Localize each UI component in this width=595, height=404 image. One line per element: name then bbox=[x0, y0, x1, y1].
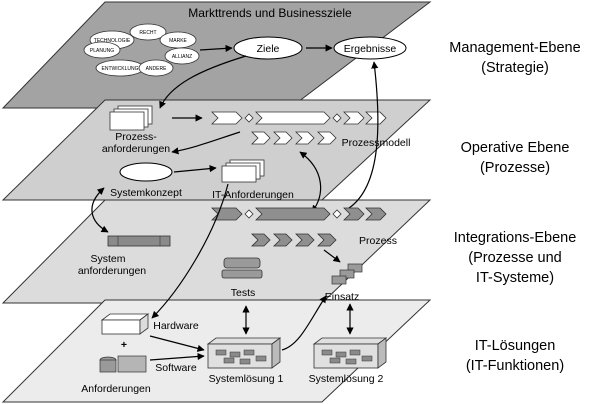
label-it-funktionen: (IT-Funktionen) bbox=[466, 358, 564, 374]
management-title: Markttrends und Businessziele bbox=[188, 6, 352, 20]
ziele-node bbox=[233, 36, 303, 60]
ziele-label: Ziele bbox=[257, 43, 280, 55]
label-it-systeme: IT-Systeme) bbox=[476, 270, 554, 286]
arrow-model-to-prozessanforderungen bbox=[171, 131, 241, 155]
systemkonzept-node bbox=[119, 162, 173, 182]
tests-icon bbox=[221, 257, 263, 279]
prozessanforderungen-label-2: anforderungen bbox=[102, 143, 170, 155]
cloud-technologie: TECHNOLOGIE bbox=[94, 38, 131, 44]
systemkonzept-label: Systemkonzept bbox=[110, 187, 182, 199]
it-anforderungen-label: IT-Anforderungen bbox=[212, 189, 294, 201]
arrow-cloud-to-ziele bbox=[199, 44, 233, 52]
cloud-andere: ANDERE bbox=[146, 66, 168, 72]
hardware-box bbox=[100, 313, 150, 335]
arrow-it-anforderungen-to-hardware bbox=[151, 183, 229, 319]
cloud-recht: RECHT bbox=[139, 30, 156, 36]
systemanforderungen-bar bbox=[107, 235, 171, 247]
prozessmodell-chevrons-row2 bbox=[251, 131, 337, 145]
label-integrations-ebene: Integrations-Ebene bbox=[454, 230, 577, 246]
arrow-model-to-integration-prozess bbox=[299, 151, 322, 213]
arrow-systemkonzept-to-it-anforderungen bbox=[173, 165, 217, 173]
arrow-systemkonzept-to-systemanforderungen bbox=[91, 187, 109, 233]
software-label: Software bbox=[155, 362, 197, 374]
prozessanforderungen-docs bbox=[109, 105, 153, 131]
systemloesung2-box bbox=[312, 337, 388, 369]
it-anforderungen-docs bbox=[221, 159, 265, 183]
cloud-marke: MARKE bbox=[169, 38, 187, 44]
systemanforderungen-label-1: System bbox=[90, 253, 125, 265]
arrow-software-to-systemloesung1 bbox=[149, 352, 205, 361]
ergebnisse-node bbox=[333, 36, 407, 60]
label-management-ebene: Management-Ebene bbox=[449, 40, 580, 56]
prozessanforderungen-label-1: Prozess- bbox=[115, 131, 157, 143]
arrow-ziele-to-prozessanforderungen bbox=[159, 55, 247, 109]
software-icon bbox=[99, 355, 147, 373]
prozess-label: Prozess bbox=[359, 235, 397, 247]
label-strategie: (Strategie) bbox=[481, 60, 549, 76]
prozessmodell-chevrons-row1 bbox=[211, 111, 387, 125]
cloud-planung: PLANUNG bbox=[90, 48, 114, 54]
systemloesung1-label: Systemlösung 1 bbox=[209, 373, 284, 385]
plus-sign: + bbox=[121, 339, 127, 351]
einsatz-label: Einsatz bbox=[325, 291, 359, 303]
label-it-loesungen: IT-Lösungen bbox=[475, 338, 556, 354]
cloud-allianz: ALLIANZ bbox=[172, 54, 192, 60]
ergebnisse-label: Ergebnisse bbox=[344, 43, 397, 55]
tests-label: Tests bbox=[231, 287, 256, 299]
arrow-systemloesung1-to-einsatz bbox=[281, 295, 327, 351]
cloud-entwicklung: ENTWICKLUNG bbox=[102, 66, 139, 72]
hardware-label: Hardware bbox=[153, 320, 199, 332]
einsatz-icon bbox=[331, 263, 363, 285]
anforderungen-label: Anforderungen bbox=[81, 383, 151, 395]
arrow-integration-to-ergebnisse bbox=[345, 61, 379, 211]
systemloesung1-box bbox=[206, 337, 282, 369]
systemanforderungen-label-2: anforderungen bbox=[78, 265, 146, 277]
arrow-prozess-to-einsatz bbox=[323, 249, 341, 263]
systemloesung2-label: Systemlösung 2 bbox=[309, 373, 384, 385]
trend-cloud: TECHNOLOGIE RECHT MARKE PLANUNG ALLIANZ … bbox=[83, 23, 200, 77]
label-prozesse: (Prozesse) bbox=[480, 160, 550, 176]
label-prozesse-und: (Prozesse und bbox=[468, 250, 562, 266]
prozessmodell-label: Prozessmodell bbox=[342, 137, 411, 149]
arrow-hardware-to-systemloesung1 bbox=[149, 335, 205, 352]
label-operative-ebene: Operative Ebene bbox=[461, 140, 570, 156]
prozess-chevrons-row1 bbox=[211, 207, 387, 221]
prozess-chevrons-row2 bbox=[251, 233, 337, 247]
